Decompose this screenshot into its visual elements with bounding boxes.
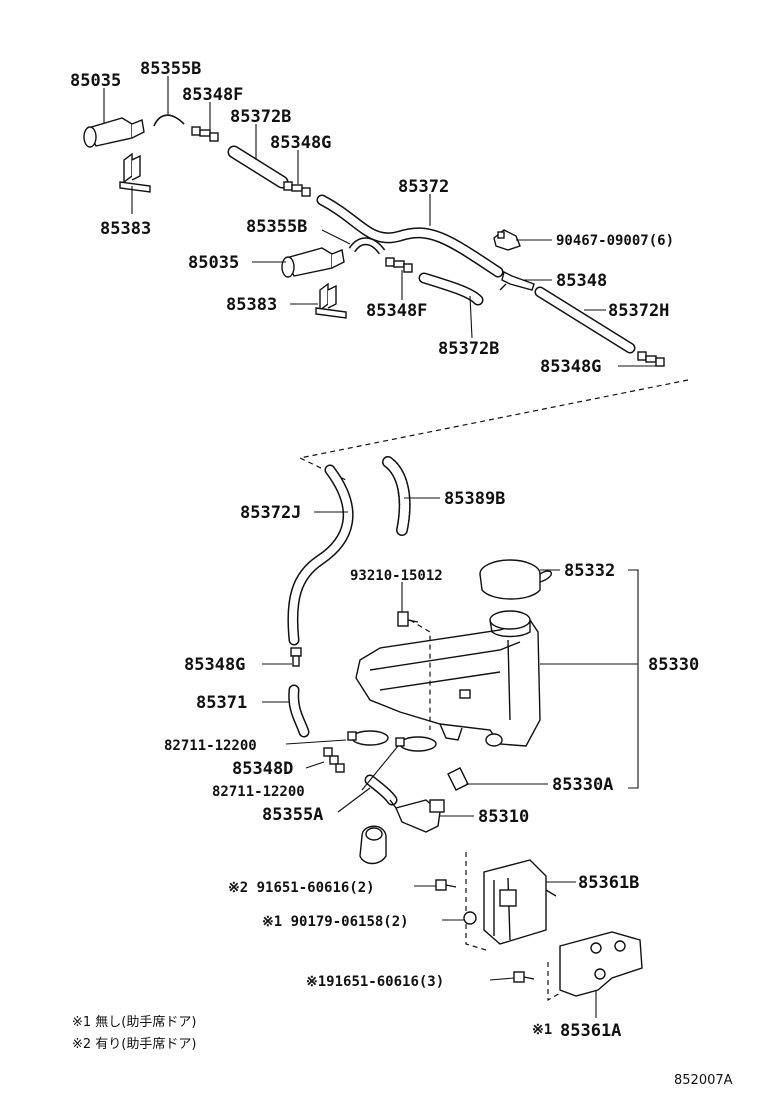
grommet-85330A [447,733,503,791]
label-85372B-top: 85372B [230,107,291,127]
hose-85355B-top [153,114,185,127]
pump-85310 [389,799,445,833]
bolt-90179 [463,911,477,925]
bolt-93210 [397,611,419,627]
joint-85348 [499,270,535,291]
label-85348: 85348 [556,271,607,291]
label-85355B-top: 85355B [140,59,201,79]
label-85372: 85372 [398,177,449,197]
bracket-line-85330 [628,569,639,789]
joint-85348G-right [637,351,665,367]
label-85348G-top: 85348G [270,133,331,153]
label-91651-2: ※2 91651-60616(2) [228,880,375,896]
label-85355B-mid: 85355B [246,217,307,237]
label-85332: 85332 [564,561,615,581]
clamp-82711-b [395,736,437,752]
hose-85355B-mid [348,237,386,255]
clip-85383-top [119,152,151,193]
label-90467: 90467-09007(6) [556,233,674,249]
tank-85330 [355,610,541,747]
label-85348G-right: 85348G [540,357,601,377]
joint-85348F-top [191,126,219,142]
label-85355A: 85355A [262,805,323,825]
label-85035-top: 85035 [70,71,121,91]
bracket-a-dash [547,962,563,1002]
hose-85389B [382,456,411,536]
label-85383-top: 85383 [100,219,151,239]
label-85348D: 85348D [232,759,293,779]
hose-85355A [364,774,398,806]
bolt-91651-2 [435,879,457,891]
clamp-82711-a [347,730,389,746]
label-85348G-low: 85348G [184,655,245,675]
clip-85383-mid [315,282,347,319]
hose-85372B-mid [418,272,484,306]
hose-85372J [287,464,354,646]
grommet-bottom [359,825,387,865]
nozzle-85035-top [83,117,145,148]
label-85371: 85371 [196,693,247,713]
hose-85372 [316,194,504,278]
label-85372B-mid: 85372B [438,339,499,359]
label-82711-b: 82711-12200 [212,784,305,800]
note-2: ※2 有り(助手席ドア) [72,1036,196,1052]
label-85310: 85310 [478,807,529,827]
diagram-id: 852007A [674,1073,733,1088]
joint-85348G-low [290,647,302,667]
joint-85348G-top [283,181,311,197]
connection-dash-line [298,379,689,481]
bracket-85361A [559,931,643,997]
hose-85372B-top [227,145,289,189]
label-85035-mid: 85035 [188,253,239,273]
label-85348F-mid: 85348F [366,301,427,321]
leader-lines [103,76,662,1018]
label-85389B: 85389B [444,489,505,509]
joint-85348D [323,747,345,773]
hose-85372H [534,286,636,354]
joint-85348F-mid [385,257,413,273]
label-85372J: 85372J [240,503,301,523]
clip-90467 [493,229,521,251]
bolt-91651-3 [513,971,535,983]
label-85372H: 85372H [608,301,669,321]
label-85361A-mark: ※1 [532,1022,552,1038]
label-90179: ※1 90179-06158(2) [262,914,409,930]
note-1: ※1 無し(助手席ドア) [72,1014,196,1030]
hose-85371 [288,684,310,738]
label-85383-mid: 85383 [226,295,277,315]
bracket-b-dash [465,852,487,951]
cap-85332 [479,559,552,600]
label-85330A: 85330A [552,775,613,795]
label-91651-3: ※191651-60616(3) [306,974,444,990]
label-85330: 85330 [648,655,699,675]
label-85348F-top: 85348F [182,85,243,105]
label-82711-a: 82711-12200 [164,738,257,754]
bracket-85361B [483,859,557,945]
label-93210: 93210-15012 [350,568,443,584]
label-85361B: 85361B [578,873,639,893]
nozzle-85035-mid [281,247,345,278]
label-85361A: 85361A [560,1021,621,1041]
